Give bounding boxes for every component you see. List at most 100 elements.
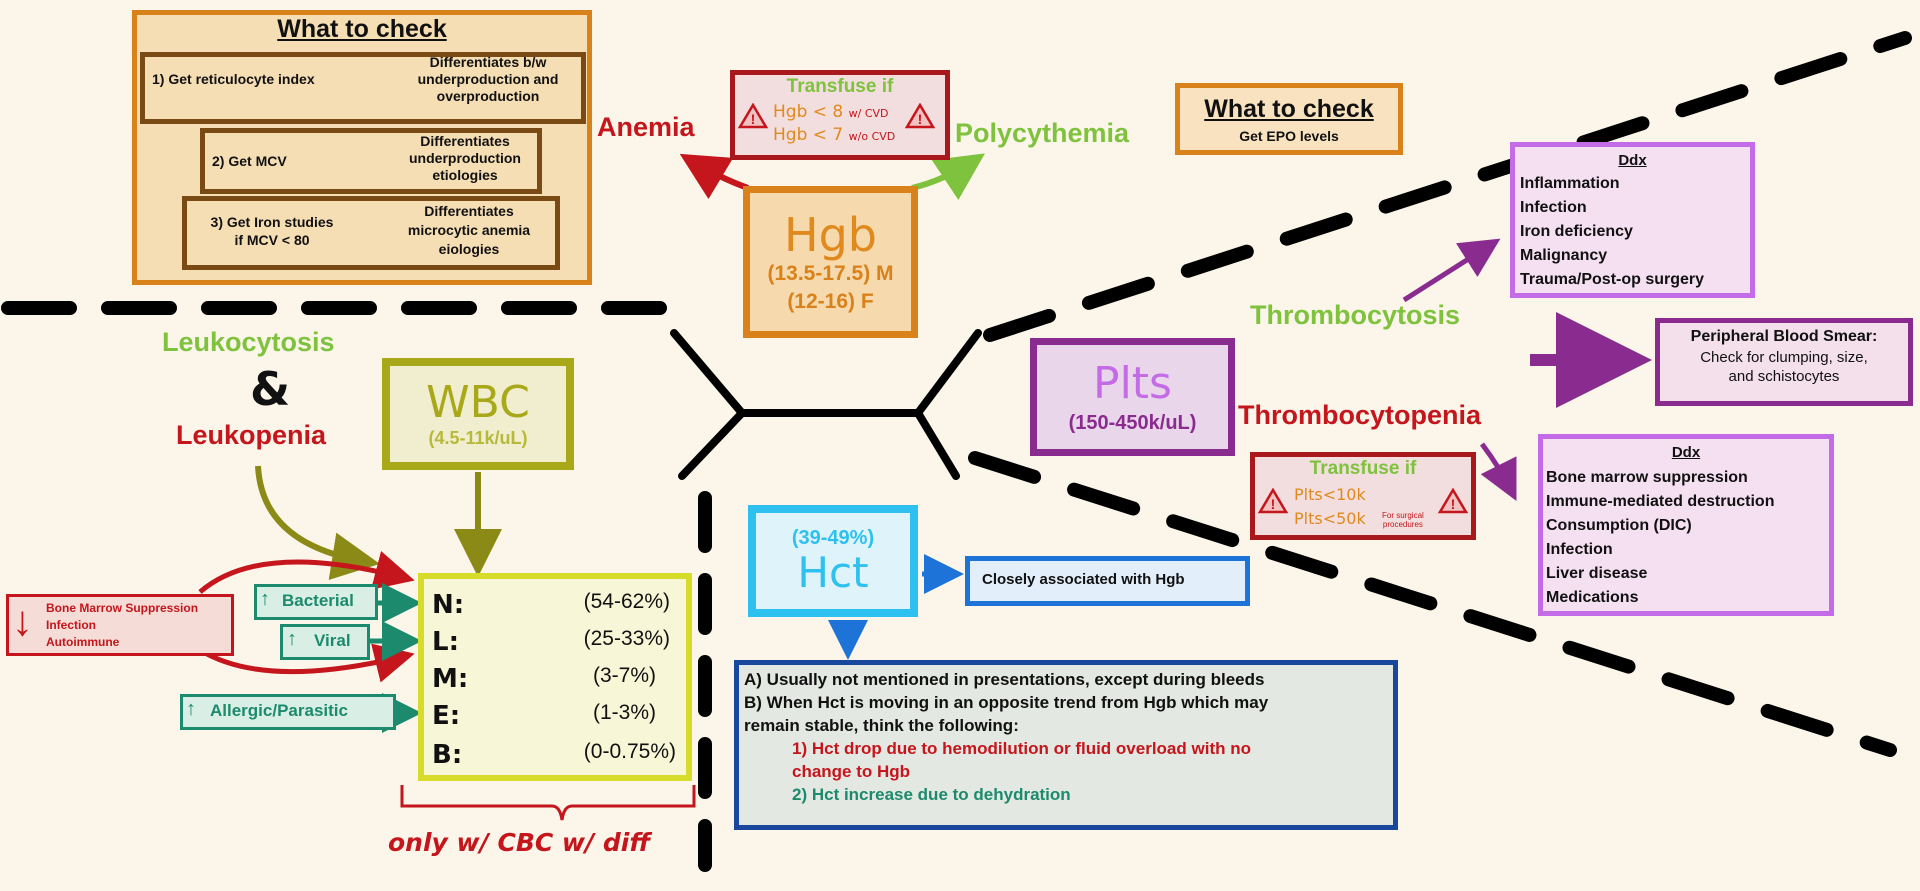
plt-transfuse-line1: Plts<10k: [1294, 485, 1366, 504]
plts-name: Plts: [1093, 357, 1172, 409]
plt-transfuse-note: For surgical procedures: [1382, 511, 1424, 529]
list-item: Autoimmune: [46, 635, 120, 649]
leukopenia-causes-box: [6, 594, 234, 656]
thrombocytosis-ddx-box: [1510, 142, 1755, 298]
hct-range: (39-49%): [791, 526, 875, 549]
anemia-check-title: What to check: [277, 15, 447, 43]
hct-association-text: Closely associated with Hgb: [982, 571, 1185, 588]
check-step-1-result: Differentiates b/w underproduction and o…: [417, 54, 559, 104]
hgb-transfuse-title: Transfuse if: [786, 76, 894, 97]
polycythemia-check-text: Get EPO levels: [1239, 127, 1339, 144]
list-item: Inflammation: [1520, 175, 1620, 192]
hgb-female-range: (12-16) F: [787, 290, 874, 313]
hct-name: Hct: [797, 547, 869, 597]
ampersand-label: &: [250, 362, 291, 416]
check-step-3: [182, 196, 560, 270]
check-step-3-result: Differentiates microcytic anemia eiologi…: [407, 203, 531, 257]
down-arrow-icon: ↓: [12, 597, 33, 644]
arrow-low-to-n: [198, 551, 415, 594]
svg-text:!: !: [918, 111, 923, 127]
differential-box: [418, 573, 692, 781]
elevation-viral-label: Viral: [314, 631, 351, 650]
list-item: Infection: [1520, 199, 1587, 216]
polycythemia-check-title: What to check: [1204, 94, 1374, 123]
differential-note: only w/ CBC w/ diff: [388, 828, 651, 857]
diff-letter-m: M:: [432, 664, 469, 694]
smear-line-2: and schistocytes: [1728, 368, 1840, 385]
elevation-bacterial: [254, 584, 378, 620]
hct-note-a: A) Usually not mentioned in presentation…: [744, 670, 1265, 689]
diff-letter-n: N:: [432, 590, 465, 620]
wbc-name: WBC: [426, 376, 530, 428]
hgb-transfuse-line2: Hgb < 7 w/o CVD: [773, 125, 896, 145]
thrombocytosis-ddx-list: Inflammation Infection Iron deficiency M…: [1520, 172, 1704, 292]
diff-range-m: (3-7%): [592, 664, 656, 687]
hgb-node: Hgb (13.5-17.5) M (12-16) F: [743, 186, 918, 338]
hct-association-box: [965, 556, 1250, 606]
smear-title: Peripheral Blood Smear:: [1690, 328, 1878, 345]
check-step-1-action: 1) Get reticulocyte index: [152, 71, 315, 87]
up-arrow-icon: ↑: [260, 588, 270, 610]
plts-node: Plts (150-450k/uL): [1030, 338, 1235, 456]
arrow-to-thrombocytopenia-ddx: [1479, 442, 1517, 501]
hct-notes-box: [734, 660, 1398, 830]
thrombocytopenia-ddx-box: [1538, 434, 1834, 616]
hct-notes-text: A) Usually not mentioned in presentation…: [744, 670, 1269, 804]
wbc-node: WBC (4.5-11k/uL): [382, 358, 574, 470]
thrombocytopenia-ddx-list: Bone marrow suppression Immune-mediated …: [1546, 466, 1774, 610]
diff-letter-b: B:: [432, 740, 463, 770]
polycythemia-check-box: What to check Get EPO levels: [1175, 83, 1403, 155]
plt-transfuse-line2: Plts<50k: [1294, 509, 1366, 528]
diff-letter-l: L:: [432, 627, 459, 657]
hct-note-1: 1) Hct drop due to hemodilution or fluid…: [792, 739, 1251, 781]
list-item: Malignancy: [1520, 247, 1608, 264]
list-item: Consumption (DIC): [1546, 517, 1692, 534]
elevation-bacterial-label: Bacterial: [282, 591, 354, 610]
list-item: Bone marrow suppression: [1546, 469, 1748, 486]
leukocytosis-label: Leukocytosis: [162, 327, 335, 357]
anemia-label: Anemia: [597, 112, 695, 142]
hct-note-b: B) When Hct is moving in an opposite tre…: [744, 693, 1269, 712]
plt-transfuse-title: Transfuse if: [1309, 458, 1417, 479]
diff-range-n: (54-62%): [583, 590, 670, 613]
thrombocytopenia-label: Thrombocytopenia: [1238, 400, 1482, 430]
check-step-2-result: Differentiates underproduction etiologie…: [409, 133, 521, 183]
thrombocytosis-label: Thrombocytosis: [1250, 300, 1461, 330]
differential-brace: [400, 785, 696, 821]
check-step-3-action: 3) Get Iron studies if MCV < 80: [210, 214, 334, 248]
up-arrow-icon: ↑: [287, 628, 297, 650]
elevation-allergic: [180, 694, 396, 730]
arrow-to-thrombocytosis-ddx: [1402, 238, 1501, 303]
arrow-to-polycythemia: [911, 153, 985, 200]
diff-range-l: (25-33%): [583, 627, 670, 650]
warning-icon: !: [738, 103, 768, 129]
thrombocytosis-ddx-title: Ddx: [1618, 152, 1647, 169]
elevation-allergic-label: Allergic/Parasitic: [210, 701, 348, 720]
arrow-to-anemia: [679, 153, 750, 200]
list-item: Infection: [46, 618, 96, 632]
arrow-low-to-l: [198, 643, 415, 683]
list-item: Infection: [1546, 541, 1613, 558]
svg-text:!: !: [1271, 496, 1276, 512]
wbc-range: (4.5-11k/uL): [428, 427, 528, 448]
divider-bottom-right: [968, 451, 1897, 757]
hct-node: (39-49%) Hct: [748, 505, 918, 617]
hgb-transfuse-line1: Hgb < 8 w/ CVD: [773, 102, 889, 122]
plt-transfuse-box: [1250, 452, 1476, 540]
elevation-viral: [280, 624, 370, 660]
thrombocytopenia-ddx-title: Ddx: [1671, 444, 1701, 461]
arrow-leuko-to-diff: [255, 465, 380, 580]
svg-text:!: !: [1451, 496, 1456, 512]
list-item: Iron deficiency: [1520, 223, 1633, 240]
hct-note-2: 2) Hct increase due to dehydration: [792, 785, 1071, 804]
list-item: Medications: [1546, 589, 1639, 606]
diff-range-b: (0-0.75%): [583, 740, 676, 763]
hgb-male-range: (13.5-17.5) M: [767, 262, 894, 285]
check-step-1: [140, 52, 586, 124]
up-arrow-icon: ↑: [186, 698, 196, 720]
smear-box: Peripheral Blood Smear: Check for clumpi…: [1655, 318, 1913, 406]
warning-icon: !: [905, 103, 935, 129]
plts-range: (150-450k/uL): [1068, 411, 1197, 434]
list-item: Immune-mediated destruction: [1546, 493, 1775, 510]
